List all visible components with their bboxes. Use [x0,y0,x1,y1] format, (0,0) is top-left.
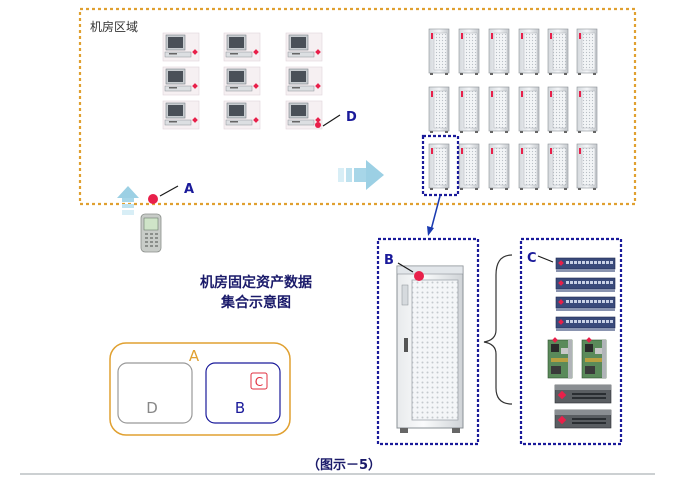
set-b-box [205,362,281,424]
circuit-board-icon [547,337,573,379]
server-chassis-icon [554,409,612,429]
data-flow-up-arrow-icon [117,186,139,215]
network-switch-icon [555,296,616,311]
component-list [547,257,616,429]
rack-detail-box [376,237,480,446]
workstation-icon [223,100,261,130]
network-switch-icon [555,257,616,272]
workstation-icon [223,32,261,62]
network-switch-icon [555,316,616,331]
server-rack-icon [518,143,540,190]
set-relationship-legend: A D B C [109,342,291,436]
workstation-icon [162,100,200,130]
server-rack-icon [576,143,598,190]
server-rack-icon [458,28,480,75]
zoom-arrow-icon [427,195,441,236]
workstation-icon [223,66,261,96]
server-rack-icon [547,28,569,75]
workstation-icon [162,32,200,62]
asset-tag-a [148,194,158,204]
marker-d-label: D [346,110,357,125]
marker-c-label: C [527,251,537,266]
rack-grid [428,28,598,190]
server-rack-icon [576,86,598,133]
workstation-grid [162,32,323,130]
set-a-box [109,342,291,436]
server-rack-icon [428,143,450,190]
workstation-icon [162,66,200,96]
workstation-icon [285,66,323,96]
marker-a-label: A [184,182,194,197]
group-bracket [483,254,513,405]
server-rack-icon [576,28,598,75]
network-switch-icon [555,277,616,292]
server-rack-icon [518,28,540,75]
selected-rack-highlight [421,134,460,197]
server-rack-icon [458,86,480,133]
set-a-label: A [189,347,200,365]
figure-caption: （图示－5） [307,457,381,473]
server-chassis-icon [554,384,612,404]
set-d-box [117,362,193,424]
server-rack-icon [488,86,510,133]
handheld-scanner-icon [140,213,162,253]
data-flow-right-arrow-icon [338,160,384,190]
server-rack-icon [488,143,510,190]
server-rack-icon [428,28,450,75]
server-rack-icon [488,28,510,75]
set-d-label: D [146,399,158,417]
set-c-box [250,372,268,390]
server-rack-icon [547,86,569,133]
server-rack-icon [396,265,464,433]
asset-tag-d [315,122,321,128]
machine-room-zone [78,7,637,206]
diagram-title-line1: 机房固定资产数据 [200,274,312,291]
workstation-icon [285,100,323,130]
server-rack-icon [428,86,450,133]
server-rack-icon [547,143,569,190]
workstation-icon [285,32,323,62]
asset-tag-b [414,271,424,281]
circuit-board-icon [581,337,607,379]
server-rack-icon [518,86,540,133]
marker-b-label: B [384,253,394,268]
component-detail-box [519,237,623,446]
set-c-label: C [255,375,263,389]
diagram-title-line2: 集合示意图 [220,294,291,311]
set-b-label: B [235,399,245,417]
server-rack-icon [458,143,480,190]
zone-title: 机房区域 [90,19,138,34]
